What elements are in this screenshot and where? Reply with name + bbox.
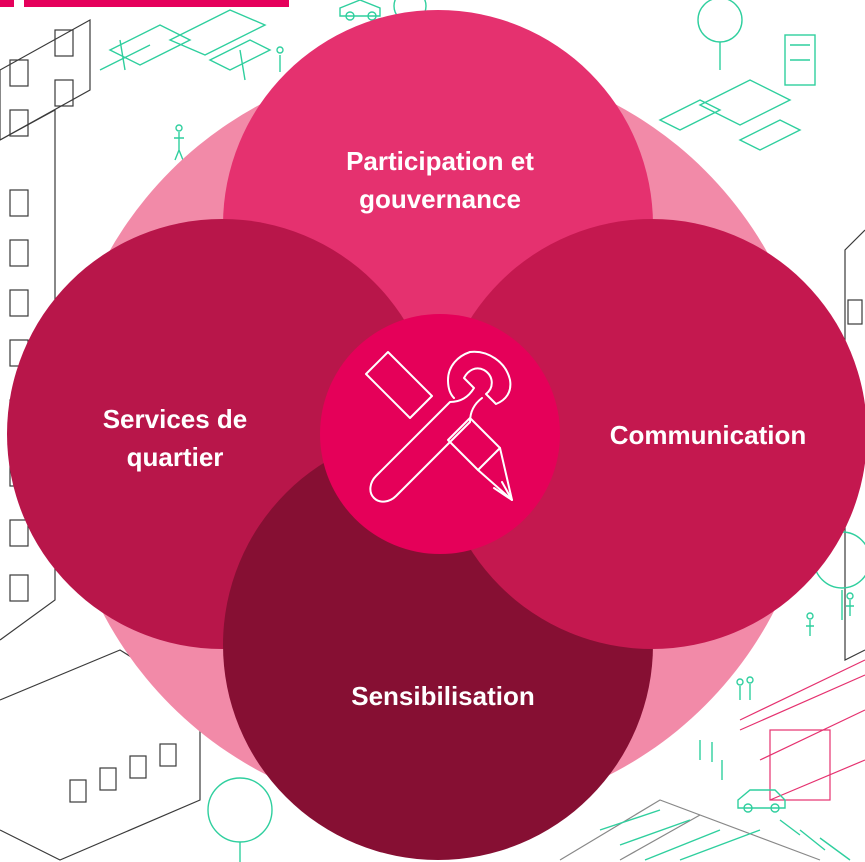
car-bottom-right: [737, 789, 786, 813]
building-bottom-left: [0, 649, 201, 861]
label-participation: Participation et gouvernance: [346, 146, 534, 214]
background-illustration: [0, 18, 865, 861]
label-services: Services de quartier: [102, 404, 248, 472]
tree-bottom-left: [207, 777, 273, 862]
ground-lines: [559, 799, 821, 861]
people: [174, 46, 854, 780]
label-sensibilisation: Sensibilisation: [351, 681, 535, 711]
tree-top-right: [697, 0, 743, 70]
center-circle: [320, 314, 560, 554]
tools-icon: [365, 350, 513, 503]
car-top: [339, 0, 381, 21]
bench-group-top: [99, 9, 272, 81]
bench-group-right: [658, 34, 816, 151]
corner-accent-tab: [0, 0, 289, 7]
circle-right-communication: [437, 219, 865, 649]
field-rows: [599, 809, 851, 861]
label-communication: Communication: [609, 420, 807, 450]
kiosk-right: [739, 659, 865, 801]
circle-diagram: [7, 10, 865, 860]
